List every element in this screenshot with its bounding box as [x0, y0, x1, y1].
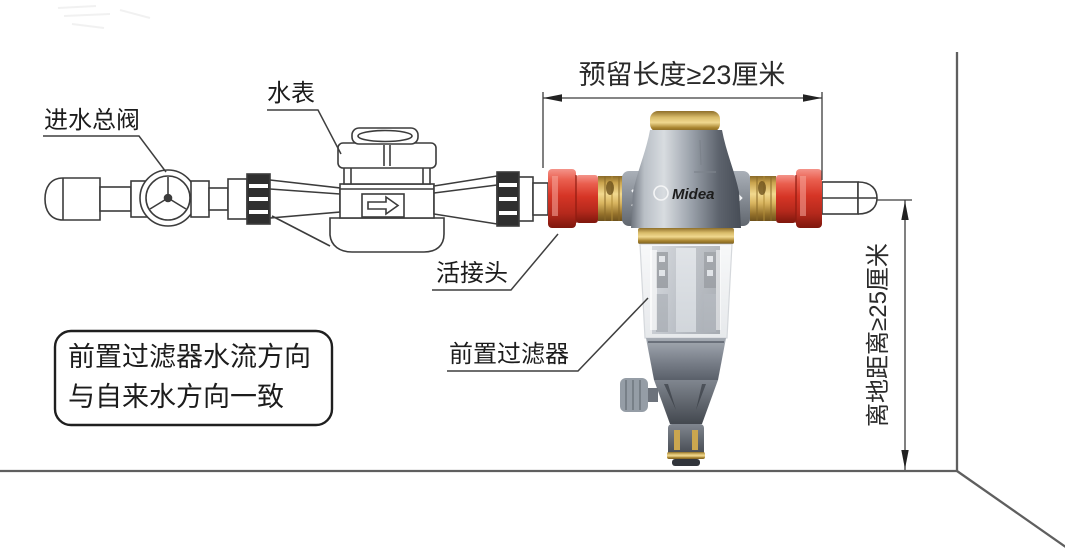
dimension-ground-clearance: 离地距离≥25厘米 — [865, 199, 912, 470]
union-step-fitting — [518, 176, 534, 222]
flow-direction-arrow-icon — [367, 195, 400, 216]
drain-outlet — [667, 424, 705, 466]
meter-neck — [343, 166, 431, 185]
union-step-fitting — [532, 182, 549, 216]
cropped-text-artifact — [57, 5, 151, 29]
filter-head: Midea — [631, 111, 741, 244]
leader-lines — [43, 109, 649, 372]
coupling-nut-right — [496, 171, 520, 227]
right-pipe-end-cap — [821, 181, 878, 215]
inlet-valve-symbol — [139, 169, 197, 227]
meter-lower-body — [329, 217, 445, 253]
meter-cap-body — [337, 142, 437, 169]
flow-direction-note-box: 前置过滤器水流方向 与自来水方向一致 — [53, 329, 334, 427]
midea-logo: Midea — [653, 185, 715, 203]
note-line-2: 与自来水方向一致 — [68, 382, 284, 412]
inlet-valve-label: 进水总阀 — [44, 107, 140, 134]
pipe-segment — [99, 186, 132, 212]
filter-bottle — [639, 243, 733, 339]
note-line-1: 前置过滤器水流方向 — [68, 342, 311, 372]
ground-clearance-label: 离地距离≥25厘米 — [865, 243, 892, 427]
wall-floor-lines — [0, 52, 1065, 548]
arrowhead-right-icon — [803, 94, 822, 102]
flush-knob — [620, 378, 658, 412]
coupling-nut-left — [246, 173, 271, 225]
leader-union — [432, 233, 559, 291]
brand-wordmark: Midea — [672, 186, 715, 203]
left-pipe-end-cap — [44, 177, 101, 221]
pipe-segment — [208, 187, 229, 211]
water-meter-symbol — [329, 127, 445, 253]
brass-fitting-right — [750, 176, 776, 221]
leader-prefilter — [447, 297, 649, 372]
floor-corner-diagonal — [956, 470, 1065, 548]
filter-lower-section — [620, 338, 726, 466]
valve-flange-right — [190, 180, 210, 218]
pipe-line-drawing — [44, 127, 878, 253]
filter-top-cap — [650, 111, 720, 132]
leader-water-meter — [267, 109, 342, 155]
part-labels: 进水总阀 水表 活接头 前置过滤器 — [44, 80, 569, 368]
arrowhead-down-icon — [901, 450, 909, 469]
coupling-step — [227, 178, 248, 220]
prefilter-label: 前置过滤器 — [449, 341, 569, 368]
filter-gold-band — [638, 228, 734, 244]
leader-inlet-valve — [43, 135, 167, 173]
prefilter-assembly: Midea — [548, 111, 822, 466]
brass-fitting-left — [598, 176, 624, 221]
union-label: 活接头 — [436, 260, 508, 287]
arrowhead-left-icon — [543, 94, 562, 102]
dimension-reserved-length: 预留长度≥23厘米 — [542, 60, 823, 180]
red-union-left — [548, 169, 598, 228]
reserved-length-label: 预留长度≥23厘米 — [579, 60, 786, 90]
red-union-right — [776, 169, 822, 228]
water-meter-label: 水表 — [267, 80, 315, 107]
tapered-pipe-right — [433, 175, 498, 225]
arrowhead-up-icon — [901, 201, 909, 220]
